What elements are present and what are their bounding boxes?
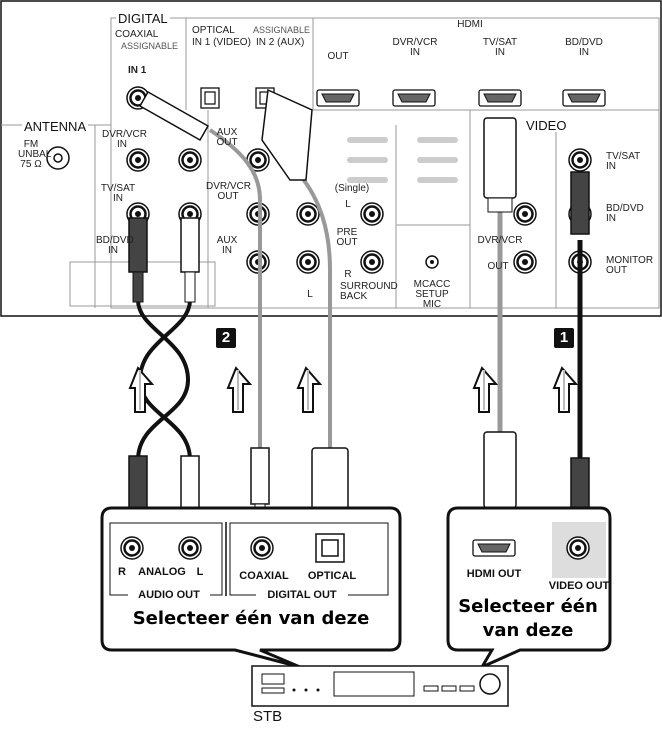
- video-out-label: OUT: [487, 261, 509, 272]
- dvr-in-jack-r: [177, 147, 203, 173]
- stb-callout-left: [100, 506, 402, 669]
- hdmi-group-label: HDMI: [457, 19, 483, 30]
- hdmi-cable: [483, 117, 517, 521]
- stb-analog-r-jack: [119, 535, 145, 561]
- fm-antenna-jack: [46, 146, 70, 170]
- optical-cable: [261, 88, 349, 535]
- optical-assignable-label: ASSIGNABLE: [253, 25, 311, 35]
- surround-back-jack-r: [359, 249, 385, 275]
- coaxial-in1-label: IN 1: [128, 65, 147, 76]
- bdd-in-label: BD/DVD IN: [96, 235, 134, 256]
- hdmi-out-port: [316, 89, 360, 107]
- stb-analog-r-caption: R: [118, 566, 126, 578]
- step-2-badge: 2: [216, 328, 236, 348]
- aux-out-label: AUX OUT: [216, 127, 238, 148]
- pre-out-l-label: L: [345, 199, 351, 210]
- stb-video-out-caption: VIDEO OUT: [548, 580, 610, 592]
- dvr-out-label: DVR/VCR OUT: [206, 181, 252, 202]
- stb-optical-caption: OPTICAL: [307, 570, 357, 582]
- stb-label: STB: [253, 708, 283, 725]
- dvr-out-jack-r: [295, 201, 321, 227]
- video-out-jack: [512, 249, 538, 275]
- mcacc-label: MCACC SETUP MIC: [413, 279, 451, 310]
- monitor-out-label: MONITOR OUT: [606, 255, 654, 276]
- select-one-right-text-line2: van deze: [482, 620, 574, 641]
- arrow-icon: [227, 367, 251, 413]
- arrow-icon: [553, 367, 577, 413]
- hdmi-out-label: OUT: [327, 51, 349, 62]
- stb-hdmi-out-port: [472, 539, 516, 557]
- stb-device: [251, 665, 509, 707]
- step-1-badge: 1: [554, 328, 574, 348]
- optical-in1-port: [200, 87, 220, 109]
- optical-in1-label: IN 1 (VIDEO): [192, 37, 251, 48]
- hdmi-dvr-in-port: [392, 89, 436, 107]
- hdmi-bddvd-label: BD/DVD IN: [565, 37, 603, 58]
- stb-analog-l-caption: L: [196, 566, 204, 578]
- video-group-label: VIDEO: [524, 118, 569, 133]
- coaxial-assignable-label: ASSIGNABLE: [121, 41, 179, 51]
- pre-out-label: PRE OUT: [336, 227, 358, 248]
- stb-analog-l-jack: [177, 535, 203, 561]
- coaxial-label: COAXIAL: [115, 29, 159, 40]
- dvr-in-label: DVR/VCR IN: [102, 129, 148, 150]
- dvr-in-jack-l: [125, 147, 151, 173]
- hdmi-tvsat-label: TV/SAT IN: [482, 37, 518, 58]
- video-tvsat-in-jack: [567, 147, 593, 173]
- video-cable: [570, 171, 590, 533]
- hdmi-bddvd-in-port: [562, 89, 606, 107]
- stb-digital-out-caption: DIGITAL OUT: [256, 589, 348, 601]
- aux-in-l-label: L: [307, 289, 313, 300]
- video-bddvd-label: BD/DVD IN: [606, 203, 644, 224]
- antenna-group-label: ANTENNA: [22, 119, 89, 134]
- optical-in2-label: IN 2 (AUX): [256, 37, 305, 48]
- video-tvsat-label: TV/SAT IN: [606, 151, 641, 172]
- optical-label: OPTICAL: [192, 25, 235, 36]
- stb-coaxial-caption: COAXIAL: [239, 570, 289, 582]
- stb-hdmi-out-caption: HDMI OUT: [466, 568, 522, 580]
- surround-back-label: SURROUND BACK: [340, 281, 398, 302]
- aux-in-jack-r: [295, 249, 321, 275]
- video-dvr-label: DVR/VCR: [477, 235, 523, 246]
- stb-audio-out-caption: AUDIO OUT: [128, 589, 210, 601]
- surround-r-label: R: [344, 269, 352, 280]
- stb-coaxial-jack: [249, 535, 275, 561]
- single-label: (Single): [334, 183, 370, 194]
- arrow-icon: [473, 367, 497, 413]
- stb-analog-caption: ANALOG: [138, 566, 186, 578]
- select-one-left-text: Selecteer één van deze: [132, 608, 370, 629]
- aux-in-label: AUX IN: [216, 235, 238, 256]
- arrow-icon: [297, 367, 321, 413]
- hdmi-dvr-label: DVR/VCR IN: [392, 37, 438, 58]
- stb-video-out-jack: [565, 535, 591, 561]
- select-one-right-text-line1: Selecteer één: [458, 596, 598, 617]
- stb-optical-port: [315, 533, 345, 563]
- fm-antenna-label: FM UNBAL 75 Ω: [18, 139, 52, 170]
- tvsat-in-label: TV/SAT IN: [100, 183, 136, 204]
- video-dvr-in-jack: [512, 201, 538, 227]
- hdmi-tvsat-in-port: [478, 89, 522, 107]
- digital-group-label: DIGITAL: [116, 11, 170, 26]
- pre-out-jack-l: [359, 201, 385, 227]
